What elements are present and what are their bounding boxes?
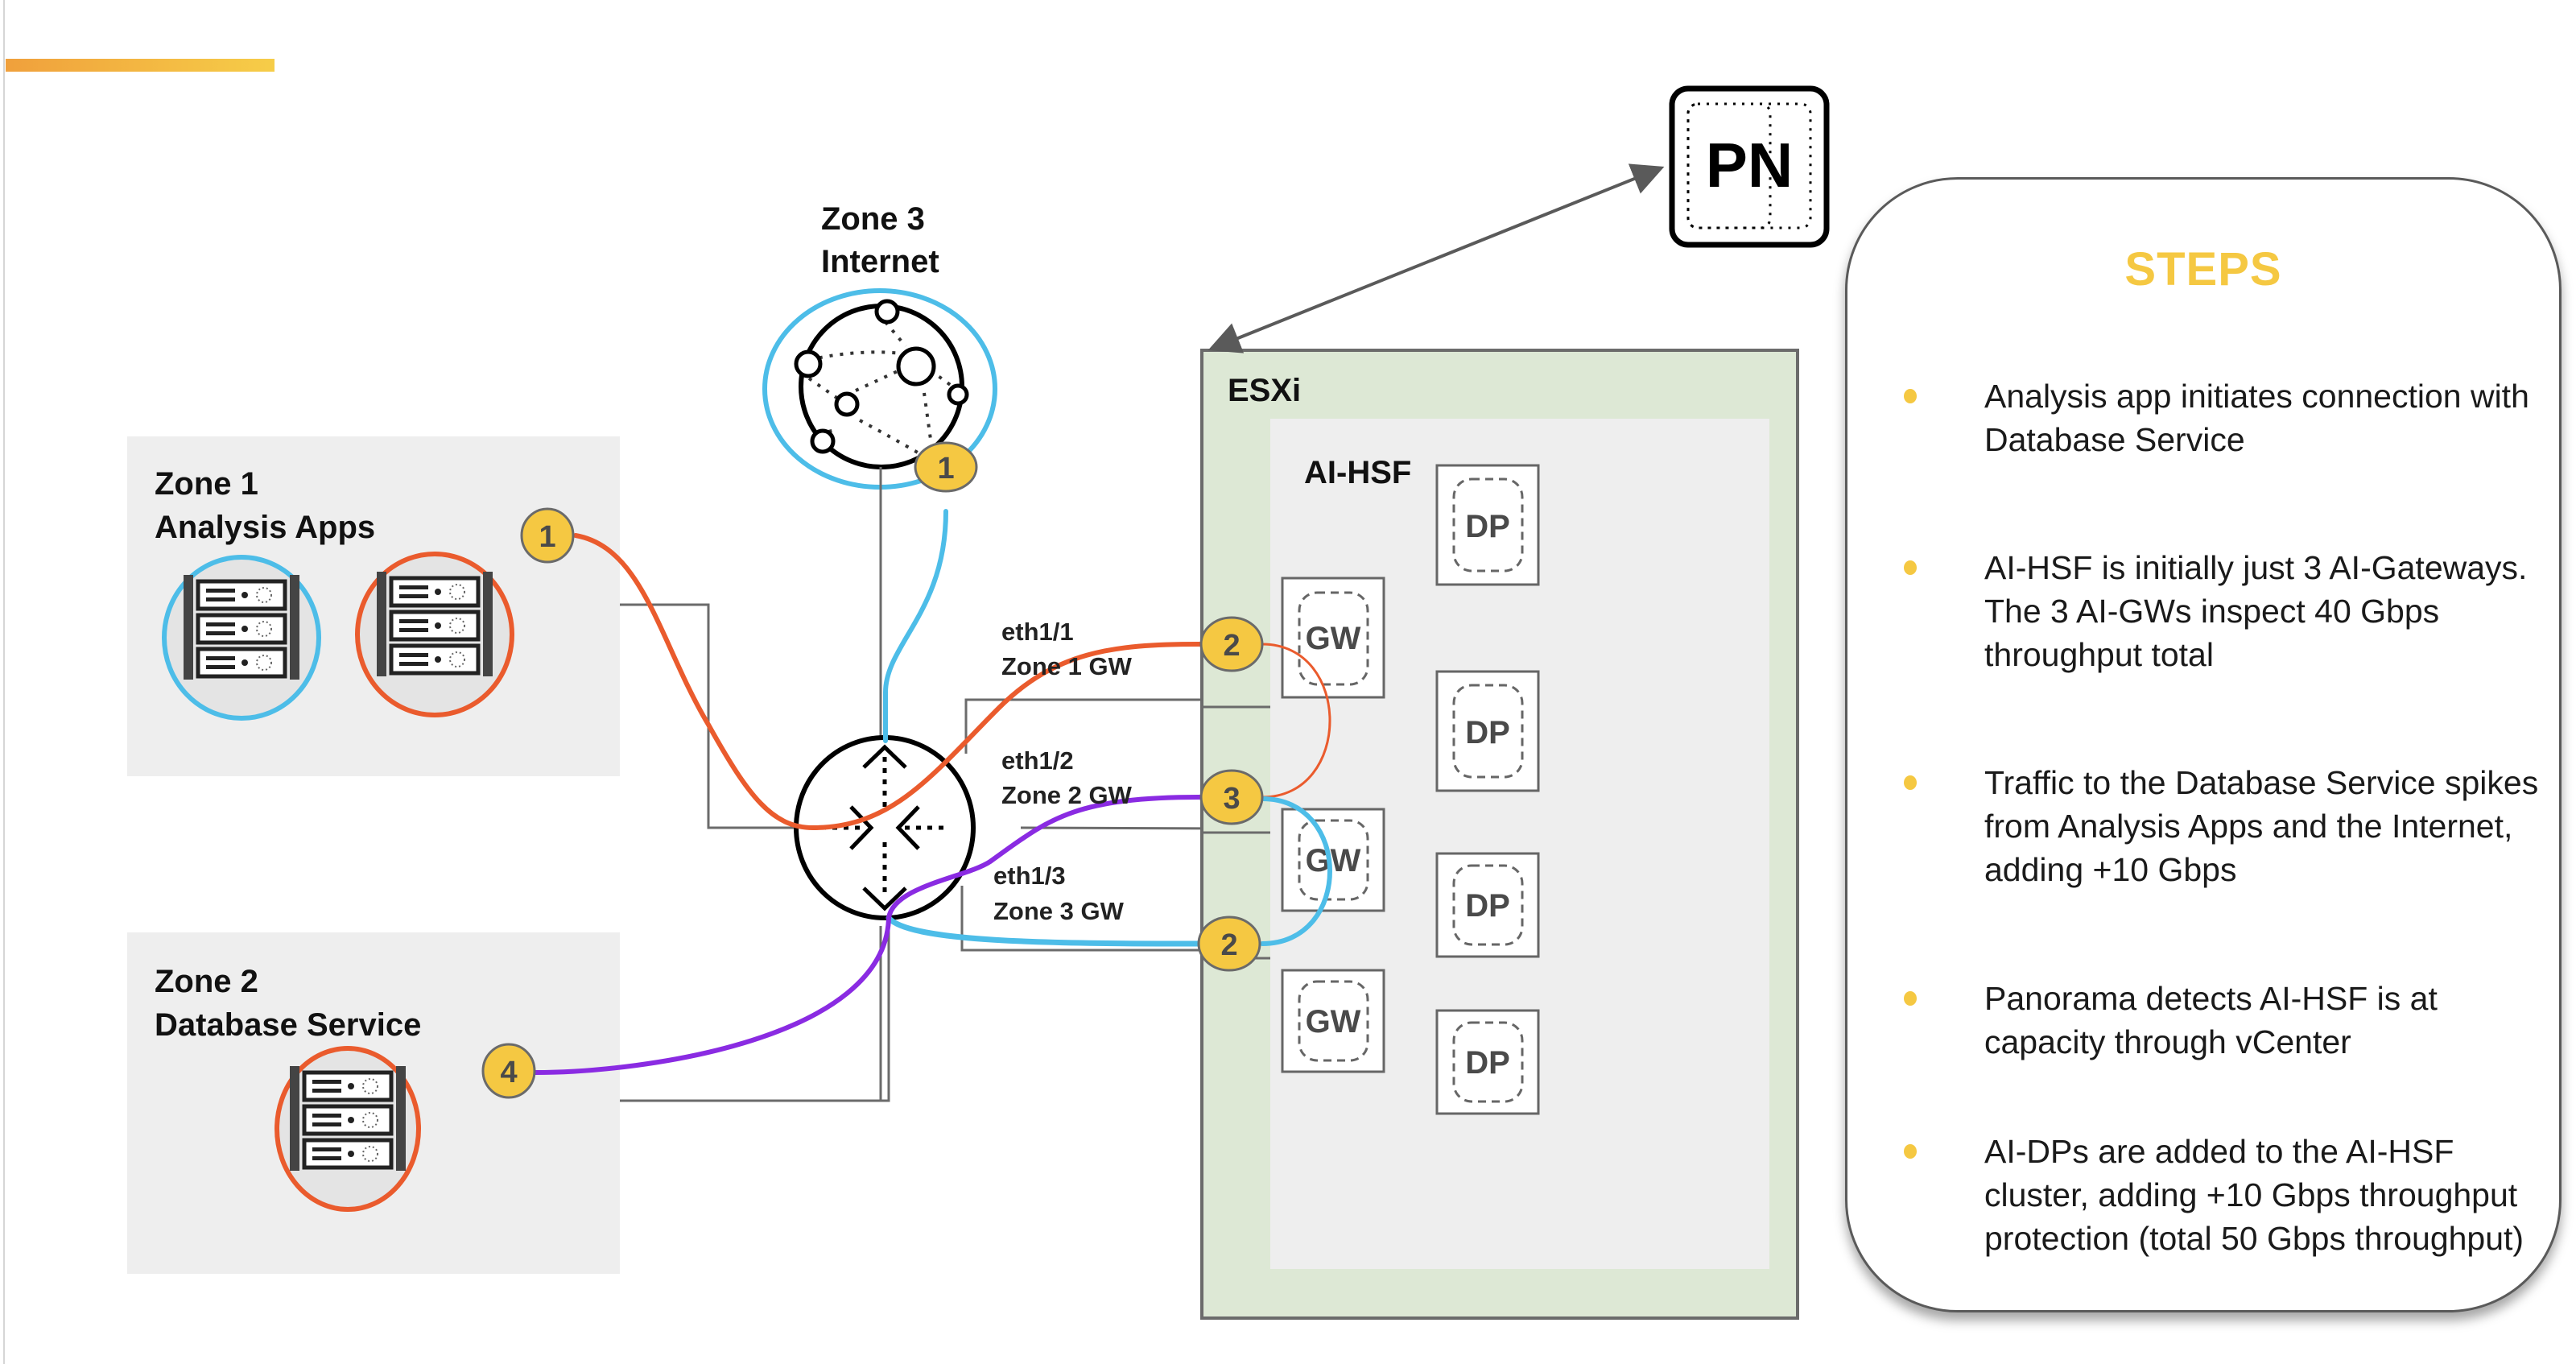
zone2-subtitle: Database Service xyxy=(155,1007,421,1043)
gw-label: GW xyxy=(1306,621,1361,656)
bullet-icon xyxy=(1904,775,1917,790)
panorama-label: PN xyxy=(1706,130,1793,200)
bullet-icon xyxy=(1904,1144,1917,1159)
dp-node[interactable]: DP xyxy=(1435,670,1540,792)
flow-orange-loop xyxy=(1261,643,1331,799)
panorama-esxi-link xyxy=(1208,163,1665,353)
step-badge: 1 xyxy=(520,507,575,564)
gw-node[interactable]: GW xyxy=(1281,969,1385,1073)
server-rack-icon xyxy=(162,555,321,721)
bullet-icon xyxy=(1904,991,1917,1006)
traffic-flows xyxy=(533,509,1332,1075)
iface-name-label: Zone 2 GW xyxy=(1001,781,1133,809)
iface-name-label: Zone 1 GW xyxy=(1001,652,1133,680)
dp-label: DP xyxy=(1465,509,1510,544)
gw-label: GW xyxy=(1306,843,1361,878)
slide-edge xyxy=(3,0,5,1364)
svg-text:3: 3 xyxy=(1223,782,1240,816)
step-text: AI-DPs are added to the AI-HSF cluster, … xyxy=(1984,1133,2524,1257)
zone3-subtitle: Internet xyxy=(821,244,939,279)
step-text: AI-HSF is initially just 3 AI-Gateways. … xyxy=(1984,549,2528,673)
svg-text:2: 2 xyxy=(1223,629,1240,663)
server-rack-icon xyxy=(275,1046,421,1212)
step-text: Panorama detects AI-HSF is at capacity t… xyxy=(1984,980,2438,1060)
flow-blue-zone3 xyxy=(883,509,948,743)
zone2-box: Zone 2 Database Service xyxy=(127,932,620,1274)
zone1-subtitle: Analysis Apps xyxy=(155,510,375,545)
flow-purple-zone2 xyxy=(533,795,1202,1075)
step-badge: 1 xyxy=(914,441,978,493)
bullet-icon xyxy=(1904,560,1917,575)
svg-text:2: 2 xyxy=(1220,928,1237,962)
step-badge: 4 xyxy=(481,1043,536,1099)
steps-panel: STEPS Analysis app initiates connection … xyxy=(1845,177,2562,1312)
interface-labels: eth1/1 Zone 1 GW eth1/2 Zone 2 GW eth1/3… xyxy=(993,618,1133,925)
iface-port-label: eth1/3 xyxy=(993,862,1066,890)
dp-label: DP xyxy=(1465,888,1510,924)
zone1-box: Zone 1 Analysis Apps xyxy=(127,436,620,776)
network-links xyxy=(620,467,1278,1102)
step-badge: 2 xyxy=(1199,616,1264,672)
flow-blue-eth3 xyxy=(886,915,1203,947)
step-text: Traffic to the Database Service spikes f… xyxy=(1984,764,2539,888)
panorama-node[interactable]: PN xyxy=(1669,85,1830,248)
dp-node[interactable]: DP xyxy=(1435,1009,1540,1115)
gw-label: GW xyxy=(1306,1004,1361,1040)
dp-label: DP xyxy=(1465,715,1510,750)
step-badge: 2 xyxy=(1197,916,1261,972)
steps-title: STEPS xyxy=(2124,243,2282,296)
step-text: Analysis app initiates connection with D… xyxy=(1984,378,2529,458)
iface-port-label: eth1/2 xyxy=(1001,746,1074,775)
zone2-title: Zone 2 xyxy=(155,964,258,999)
dp-label: DP xyxy=(1465,1045,1510,1081)
aihsf-title: AI-HSF xyxy=(1304,455,1411,490)
esxi-title: ESXi xyxy=(1228,373,1301,408)
server-rack-icon xyxy=(355,552,514,717)
iface-port-label: eth1/1 xyxy=(1001,618,1074,646)
zone1-title: Zone 1 xyxy=(155,466,258,502)
zone3-title: Zone 3 xyxy=(821,201,925,237)
accent-bar xyxy=(6,59,275,72)
flow-orange-zone1 xyxy=(573,533,1202,831)
dp-node[interactable]: DP xyxy=(1435,852,1540,958)
svg-text:4: 4 xyxy=(500,1056,517,1089)
gw-node[interactable]: GW xyxy=(1281,577,1385,699)
bullet-icon xyxy=(1904,389,1917,403)
step-badge: 3 xyxy=(1199,769,1264,825)
flow-blue-loop xyxy=(1260,796,1332,946)
dp-node[interactable]: DP xyxy=(1435,464,1540,586)
gw-node[interactable]: GW xyxy=(1281,808,1385,912)
iface-name-label: Zone 3 GW xyxy=(993,897,1125,925)
svg-text:1: 1 xyxy=(539,520,555,554)
svg-text:1: 1 xyxy=(937,452,954,486)
